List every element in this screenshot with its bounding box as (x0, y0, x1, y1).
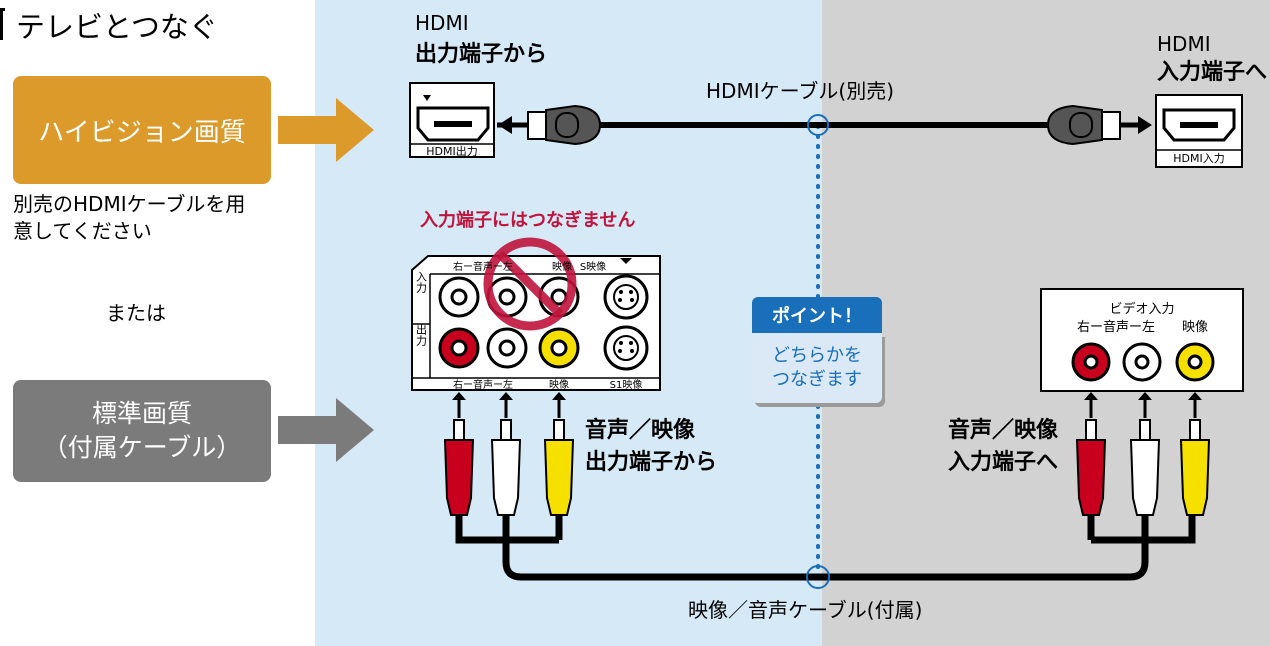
panel-top-video-label: 映像 (552, 261, 572, 273)
hdmi-out-port-label: HDMI出力 (426, 144, 477, 158)
title-bracket (0, 8, 5, 40)
panel-bottom-s1video-label: S1映像 (610, 379, 643, 391)
sd-quality-button: 標準画質 （付属ケーブル） (13, 380, 271, 482)
video-input-audio-label: 右ー音声ー左 (1077, 319, 1155, 335)
point-body: どちらかを つなぎます (752, 333, 882, 403)
page-title: テレビとつなぐ (16, 10, 218, 44)
video-input-title: ビデオ入力 (1109, 301, 1174, 317)
tv-av-heading-line2: 入力端子へ (948, 450, 1059, 475)
panel-bottom-audio-label: 右ー音声ー左 (453, 378, 513, 391)
hd-note-line1: 別売のHDMIケーブルを用 (13, 192, 246, 216)
video-input-video-label: 映像 (1182, 320, 1208, 335)
hd-note-line2: 意してください (13, 219, 152, 243)
hdmi-output-port (409, 82, 495, 158)
recorder-av-heading-line1: 音声／映像 (585, 418, 696, 443)
av-cable-label: 映像／音声ケーブル(付属) (688, 598, 923, 622)
tv-hdmi-heading-line2: 入力端子へ (1157, 60, 1268, 85)
hdmi-cable-label: HDMIケーブル(別売) (706, 79, 894, 103)
recorder-hdmi-heading-line1: HDMI (415, 11, 469, 35)
no-input-warning: 入力端子にはつなぎません (420, 210, 636, 231)
rca-plugs-recorder (443, 392, 575, 516)
av-cable (455, 515, 1196, 589)
panel-top-audio-label: 右ー音声ー左 (453, 260, 513, 273)
recorder-av-heading-line2: 出力端子から (585, 450, 718, 475)
tv-av-heading-line1: 音声／映像 (948, 418, 1059, 443)
prohibited-icon (483, 237, 577, 331)
row-output-label: 出力 (415, 323, 428, 346)
hdmi-cable (497, 104, 1152, 146)
sd-arrow-icon (278, 398, 374, 462)
panel-top-svideo-label: S映像 (580, 261, 606, 273)
sd-button-line1: 標準画質 (91, 399, 192, 428)
tv-video-input-panel (1040, 288, 1244, 392)
point-body-line1: どちらかを (772, 345, 862, 366)
hd-quality-button: ハイビジョン画質 (13, 76, 271, 184)
point-heading: ポイント！ (752, 297, 882, 333)
panel-bottom-video-label: 映像 (549, 379, 569, 391)
or-text: または (106, 301, 166, 325)
hdmi-input-port (1155, 94, 1243, 168)
rca-plugs-tv (1075, 392, 1211, 516)
point-body-line2: つなぎます (772, 369, 862, 390)
sd-button-line2: （付属ケーブル） (42, 433, 242, 462)
tv-hdmi-heading-line1: HDMI (1157, 32, 1211, 56)
row-input-label: 入力 (415, 271, 428, 293)
recorder-hdmi-heading-line2: 出力端子から (415, 42, 548, 67)
hd-arrow-icon (278, 98, 374, 162)
hdmi-in-port-label: HDMI入力 (1173, 152, 1224, 165)
